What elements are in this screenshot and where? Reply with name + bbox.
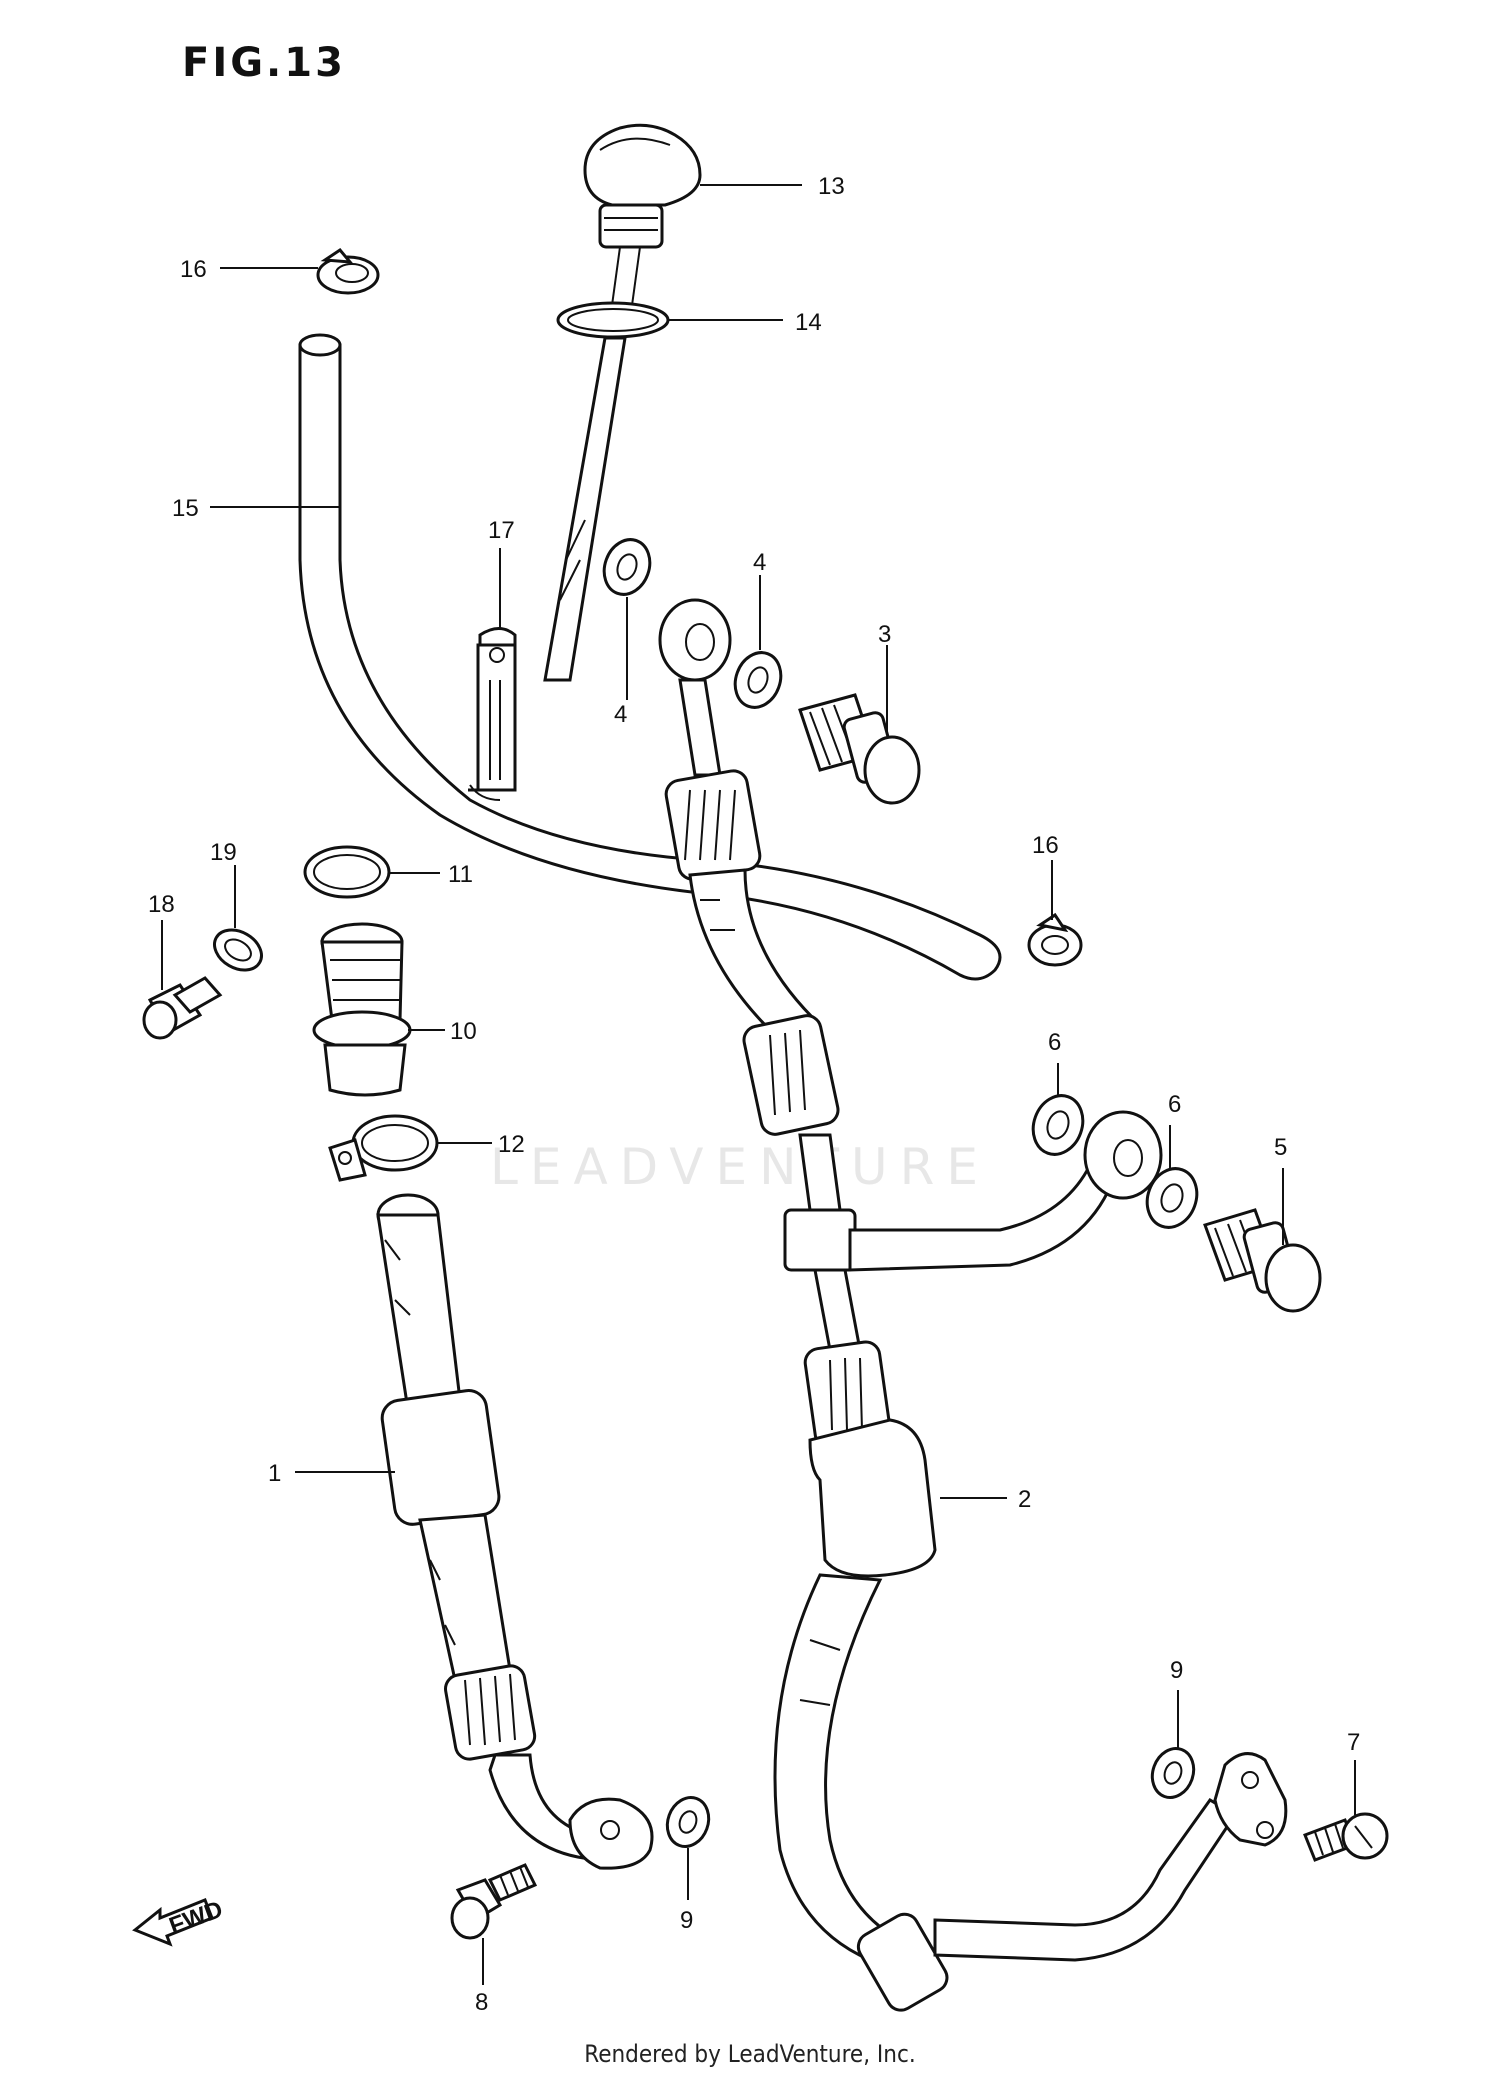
callout-16-right: 16: [1032, 832, 1059, 859]
part-washer-9b: [1150, 1747, 1196, 1799]
watermark: LEADVENTURE: [490, 1138, 990, 1196]
callout-4-right: 4: [753, 549, 766, 576]
part-ring-19: [213, 928, 263, 972]
footer-credit: Rendered by LeadVenture, Inc.: [584, 2040, 916, 2068]
callout-19: 19: [210, 839, 237, 866]
fwd-arrow-icon: FWD: [132, 1896, 226, 1947]
figure-title: FIG.13: [182, 40, 346, 86]
callout-3: 3: [878, 621, 891, 648]
part-washer-9a: [665, 1796, 711, 1848]
callout-7: 7: [1347, 1729, 1360, 1756]
part-bracket: [468, 627, 517, 801]
callout-16-top: 16: [180, 256, 207, 283]
part-clamp-right: [1027, 912, 1083, 967]
callout-9-left: 9: [680, 1907, 693, 1934]
callout-6-right: 6: [1168, 1091, 1181, 1118]
callout-11: 11: [448, 861, 473, 888]
callout-numbers: 13 14 16 15 17 4 4 3 16 19 11 18 10 6 6 …: [148, 173, 1360, 2016]
callout-2: 2: [1018, 1486, 1031, 1513]
part-banjo-bolt-5: [1203, 1208, 1322, 1313]
callout-15: 15: [172, 495, 199, 522]
callout-13: 13: [818, 173, 845, 200]
callout-17: 17: [488, 517, 515, 544]
part-washer-4a: [602, 538, 652, 596]
callout-10: 10: [450, 1018, 477, 1045]
part-plug-18: [142, 976, 223, 1040]
callout-4-left: 4: [614, 701, 627, 728]
callout-1: 1: [268, 1460, 281, 1487]
part-washer-6b: [1145, 1167, 1199, 1229]
part-oil-hose-1: [376, 1193, 654, 1870]
part-oil-hose-2: [658, 598, 1288, 2012]
callout-14: 14: [795, 309, 822, 336]
part-washer-4b: [733, 651, 783, 709]
part-washer-6a: [1031, 1094, 1085, 1156]
callout-6-left: 6: [1048, 1029, 1061, 1056]
callout-5: 5: [1274, 1134, 1287, 1161]
part-bolt-7: [1303, 1812, 1389, 1862]
part-banjo-bolt-3: [798, 693, 921, 805]
callout-8: 8: [475, 1989, 488, 2016]
leader-lines: [161, 184, 1356, 1985]
part-clamp-top: [316, 248, 380, 295]
part-breather-hose: [298, 333, 1002, 981]
part-strainer-10: [312, 922, 412, 1097]
part-oil-filler-cap: [543, 123, 702, 682]
callout-9-right: 9: [1170, 1657, 1183, 1684]
part-o-ring-11: [303, 845, 391, 899]
callout-18: 18: [148, 891, 175, 918]
part-bolt-8: [450, 1863, 538, 1940]
callout-12: 12: [498, 1131, 525, 1158]
part-hose-clamp-12: [328, 1114, 439, 1182]
